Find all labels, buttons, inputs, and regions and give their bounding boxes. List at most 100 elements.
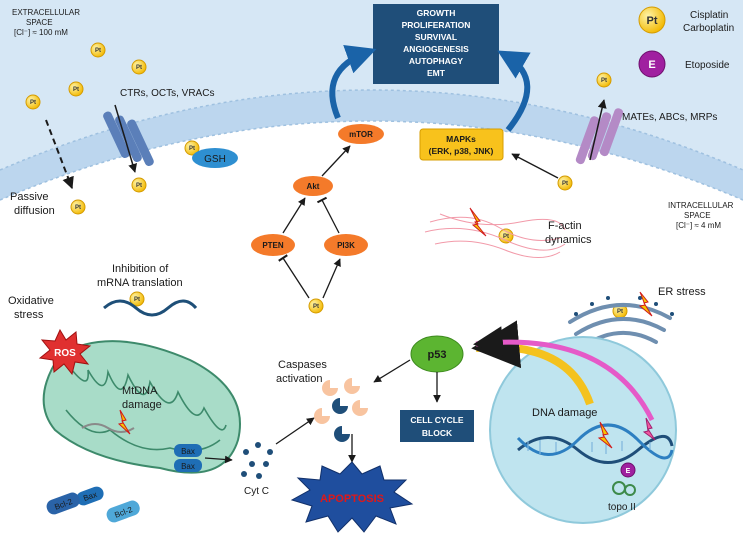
cell-cycle-block-box — [400, 410, 474, 442]
ribosome-dots — [574, 296, 674, 316]
mapk-to-outcomes-arrow — [497, 50, 531, 132]
pt-to-pi3k-arrow — [322, 258, 341, 299]
ros-burst — [38, 328, 92, 376]
cisplatin-label: Cisplatin — [690, 10, 728, 21]
extracellular-label-2: SPACE — [26, 18, 53, 27]
svg-text:Pt: Pt — [601, 78, 607, 84]
pt-particle-mapk: Pt — [557, 175, 573, 191]
pt-particle-diffusion: Pt — [70, 199, 86, 215]
bax-label: Bax — [181, 447, 195, 456]
outcome-proliferation: PROLIFERATION — [402, 20, 471, 30]
pt-particle-gsh: Pt — [184, 140, 200, 156]
svg-text:Pt: Pt — [95, 48, 101, 54]
pt-to-mapk-arrow — [511, 153, 559, 179]
mitochondrion — [42, 340, 241, 474]
pten-to-akt-arrow — [282, 197, 306, 234]
dna-lightning-icon-2 — [642, 417, 656, 441]
pi3k-node — [324, 234, 368, 256]
pt-inhibits-pten — [278, 254, 310, 299]
pi3k-inhibits-akt — [316, 196, 340, 234]
pten-node — [251, 234, 295, 256]
cytc-to-caspases-arrow — [275, 417, 315, 445]
pt-particle-extracellular: Pt — [131, 59, 147, 75]
mtdna-label: MtDNA — [122, 385, 158, 397]
extracellular-conc: [Cl⁻] ≈ 100 mM — [14, 28, 68, 37]
svg-text:Pt: Pt — [134, 297, 140, 303]
svg-text:Pt: Pt — [562, 181, 568, 187]
diffusion-label: diffusion — [14, 205, 55, 217]
etoposide-legend-icon — [638, 50, 666, 78]
mrna-translation-label: mRNA translation — [97, 277, 183, 289]
pt-particle-extracellular: Pt — [25, 94, 41, 110]
svg-text:Pt: Pt — [30, 100, 36, 106]
akt-node — [293, 176, 333, 196]
apoptosis-burst — [290, 461, 414, 533]
mtor-to-outcomes-arrow — [329, 45, 377, 120]
intracellular-conc: [Cl⁻] ≈ 4 mM — [676, 221, 721, 230]
caspase-icons — [314, 378, 368, 442]
svg-text:Pt: Pt — [136, 65, 142, 71]
influx-transporters-label: CTRs, OCTs, VRACs — [120, 88, 214, 99]
mtor-label: mTOR — [349, 130, 373, 139]
efflux-arrow — [589, 99, 607, 161]
er-lightning-icon — [638, 291, 653, 317]
outcome-angiogenesis: ANGIOGENESIS — [403, 44, 469, 54]
akt-label: Akt — [307, 182, 320, 191]
carboplatin-label: Carboplatin — [683, 23, 734, 34]
gsh-molecule — [192, 148, 238, 168]
p53-to-caspases-arrow — [373, 359, 411, 383]
bax-protein — [174, 444, 202, 457]
bax-to-cytc-arrow — [204, 455, 233, 464]
inhibition-label: Inhibition of — [112, 263, 169, 275]
bcl2-protein — [46, 492, 80, 515]
lightning-icon — [469, 207, 487, 237]
intracellular-label: INTRACELLULAR — [668, 201, 734, 210]
mapk-members-label: (ERK, p38, JNK) — [429, 146, 494, 156]
svg-text:Pt: Pt — [617, 309, 623, 315]
pi3k-label: PI3K — [337, 241, 355, 250]
outcome-emt: EMT — [427, 68, 446, 78]
caspases-activation-label: activation — [276, 373, 322, 385]
svg-text:Pt: Pt — [75, 205, 81, 211]
outcomes-box — [373, 4, 499, 84]
pt-particles: Pt Pt Pt Pt Pt Pt Pt Pt Pt Pt Pt Pt Pt P… — [25, 42, 628, 469]
outcome-growth: GROWTH — [417, 8, 456, 18]
f-actin-dynamics-label: dynamics — [545, 234, 592, 246]
pt-particle-extracellular: Pt — [90, 42, 106, 58]
outcome-autophagy: AUTOPHAGY — [409, 56, 463, 66]
apoptosis-label: APOPTOSIS — [320, 493, 384, 505]
pt-particle-mrna: Pt — [129, 291, 145, 307]
p53-label: p53 — [428, 349, 447, 361]
ros-label: ROS — [54, 348, 76, 359]
etoposide-label: Etoposide — [685, 60, 730, 71]
bax-protein-free — [76, 486, 104, 506]
cytochrome-c-dots — [241, 442, 273, 479]
etoposide-particle — [620, 462, 636, 478]
svg-text:Pt: Pt — [313, 304, 319, 310]
cytc-label: Cyt C — [244, 486, 269, 497]
svg-text:Pt: Pt — [503, 234, 509, 240]
passive-label: Passive — [10, 191, 49, 203]
plasma-membrane — [0, 90, 743, 200]
mapk-label: MAPKs — [446, 134, 476, 144]
topo-ii-label: topo II — [608, 502, 636, 513]
dna-double-helix — [516, 423, 674, 464]
cell-cycle-block-label: BLOCK — [422, 428, 453, 438]
akt-to-mtor-arrow — [321, 145, 351, 177]
e-symbol: E — [648, 59, 655, 71]
mtdna-damage-label: damage — [122, 399, 162, 411]
mapk-box — [419, 128, 504, 161]
svg-text:Pt: Pt — [189, 146, 195, 152]
efflux-transporter — [575, 108, 624, 165]
topo-ii-enzyme — [612, 481, 636, 496]
stress-label: stress — [14, 309, 44, 321]
outcome-survival: SURVIVAL — [415, 32, 457, 42]
influx-arrow — [114, 104, 137, 173]
caspases-label: Caspases — [278, 359, 327, 371]
extracellular-label: EXTRACELLULAR — [12, 8, 80, 17]
dna-damage-label: DNA damage — [532, 407, 597, 419]
efflux-transporters-label: MATEs, ABCs, MRPs — [622, 112, 717, 123]
pt-particle-extracellular: Pt — [68, 81, 84, 97]
pt-symbol: Pt — [647, 15, 658, 27]
